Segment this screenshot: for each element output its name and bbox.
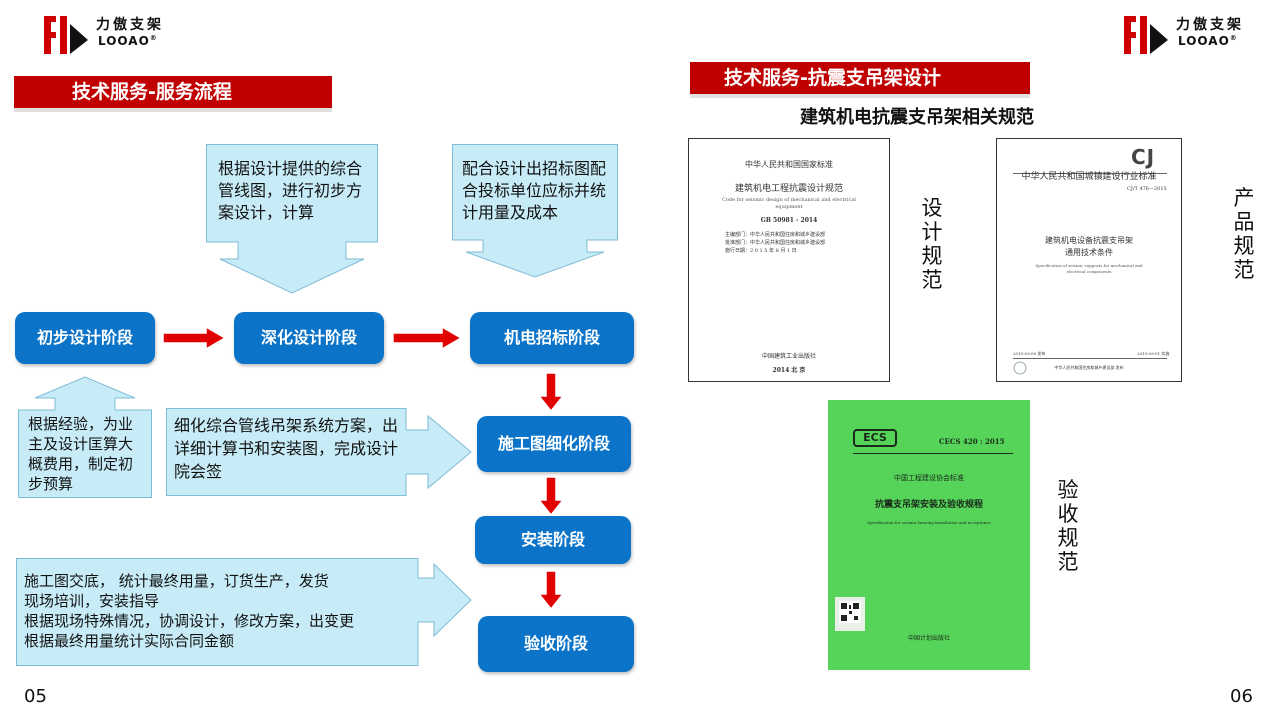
doc1-place: 2014 北 京 [772, 367, 806, 374]
doc1-line: 批准部门：中华人民共和国住房和城乡建设部 [725, 240, 826, 246]
doc2-header: 中华人民共和国城镇建设行业标准 [1021, 172, 1157, 182]
callout-line: 施工图交底， 统计最终用量，订货生产，发货 [24, 572, 329, 590]
doc2-divider [1013, 173, 1167, 174]
doc1-publisher: 中国建筑工业出版社 [761, 353, 816, 360]
doc2-date-left: 2015-03-09 发布 [1013, 351, 1046, 356]
red-arrow-icon [162, 326, 226, 350]
right-section-banner: 技术服务-抗震支吊架设计 [690, 62, 1030, 98]
red-arrow-icon [538, 372, 564, 412]
callout-initial-design-text: 根据设计提供的综合管线图，进行初步方案设计，计算 [218, 159, 363, 222]
stage-construction-detail: 施工图细化阶段 [477, 416, 631, 472]
label-design-code: 设计规范 [921, 196, 943, 292]
brand-logo-left: 力傲支架 LOOAO® [42, 12, 182, 54]
callout-detail: 细化综合管线吊架系统方案，出详细计算书和安装图，完成设计院会签 [166, 408, 472, 496]
callout-detail-text: 细化综合管线吊架系统方案，出详细计算书和安装图，完成设计院会签 [174, 416, 399, 481]
doc2-badge: CJ [1131, 145, 1156, 169]
stage-installation: 安装阶段 [475, 516, 631, 564]
callout-bidding-text: 配合设计出招标图配合投标单位应标并统计用量及成本 [462, 159, 607, 222]
doc3-publisher: 中国计划出版社 [907, 635, 950, 642]
doc2-divider [1013, 358, 1167, 359]
qr-code-icon [835, 597, 865, 631]
logo-mark-icon [44, 16, 88, 54]
standard-cover-gb50981: 中华人民共和国国家标准 建筑机电工程抗震设计规范 Code for seismi… [688, 138, 890, 382]
callout-budget: 根据经验，为业主及设计匡算大概费用，制定初步预算 [18, 376, 152, 498]
standard-cover-cecs420: ECS CECS 420 : 2015 中国工程建设协会标准 抗震支吊架安装及验… [828, 400, 1030, 670]
doc3-badge: ECS [853, 429, 897, 447]
callout-bidding: 配合设计出招标图配合投标单位应标并统计用量及成本 [452, 144, 618, 278]
page-number-left: 05 [24, 686, 47, 707]
doc2-en: Specification of seismic supports for me… [1035, 263, 1143, 274]
seal-icon [1013, 361, 1027, 375]
right-subtitle: 建筑机电抗震支吊架相关规范 [800, 107, 1034, 128]
doc1-code: GB 50981 - 2014 [760, 217, 818, 224]
doc2-date-right: 2015-09-01 实施 [1137, 351, 1170, 356]
stage-initial-design: 初步设计阶段 [15, 312, 155, 364]
left-banner-title: 技术服务-服务流程 [72, 81, 232, 103]
doc1-line: 施行日期：2 0 1 5 年 8 月 1 日 [725, 248, 797, 254]
stage-mep-bidding: 机电招标阶段 [470, 312, 634, 364]
stage-acceptance: 验收阶段 [478, 616, 634, 672]
logo-mark-icon [1124, 16, 1168, 54]
callout-budget-text: 根据经验，为业主及设计匡算大概费用，制定初步预算 [28, 415, 134, 493]
doc3-header: 中国工程建设协会标准 [894, 474, 964, 482]
doc1-line: 主编部门：中华人民共和国住房和城乡建设部 [725, 232, 826, 238]
callout-line: 根据最终用量统计实际合同金额 [24, 632, 235, 650]
red-arrow-icon [538, 570, 564, 610]
callout-initial-design: 根据设计提供的综合管线图，进行初步方案设计，计算 [206, 144, 378, 294]
logo-en-text: LOOAO® [98, 34, 158, 48]
doc2-title2: 通用技术条件 [1065, 248, 1113, 257]
brand-logo-right: 力傲支架 LOOAO® [1122, 12, 1262, 54]
doc3-code: CECS 420 : 2015 [939, 437, 1005, 446]
label-acceptance-code: 验收规范 [1057, 478, 1079, 574]
right-banner-title: 技术服务-抗震支吊架设计 [724, 67, 941, 89]
doc1-en: Code for seismic design of mechanical an… [722, 197, 856, 210]
red-arrow-icon [392, 326, 462, 350]
standard-cover-cjt476: CJ 中华人民共和国城镇建设行业标准 CJ/T 476－2015 建筑机电设备抗… [996, 138, 1182, 382]
callout-installation-text: 施工图交底， 统计最终用量，订货生产，发货 现场培训，安装指导 根据现场特殊情况… [24, 571, 416, 651]
doc2-code: CJ/T 476－2015 [1127, 186, 1167, 192]
logo-en-text: LOOAO® [1178, 34, 1238, 48]
logo-cn-text: 力傲支架 [1176, 17, 1244, 33]
callout-line: 根据现场特殊情况，协调设计，修改方案，出变更 [24, 612, 355, 630]
logo-cn-text: 力傲支架 [96, 17, 164, 33]
doc3-en: Specification for seismic bracing instal… [867, 520, 991, 525]
callout-installation: 施工图交底， 统计最终用量，订货生产，发货 现场培训，安装指导 根据现场特殊情况… [16, 558, 472, 666]
doc3-title: 抗震支吊架安装及验收规程 [874, 500, 983, 510]
doc3-divider [853, 453, 1013, 454]
red-arrow-icon [538, 476, 564, 516]
doc2-publisher: 中华人民共和国住房和城乡建设部 发布 [1054, 365, 1124, 370]
left-section-banner: 技术服务-服务流程 [14, 76, 332, 112]
page-number-right: 06 [1230, 686, 1253, 707]
label-product-code: 产品规范 [1233, 186, 1255, 282]
doc1-title: 建筑机电工程抗震设计规范 [734, 184, 843, 194]
doc2-title1: 建筑机电设备抗震支吊架 [1045, 236, 1133, 245]
callout-line: 现场培训，安装指导 [24, 592, 160, 610]
doc1-header: 中华人民共和国国家标准 [745, 160, 833, 169]
stage-deep-design: 深化设计阶段 [234, 312, 384, 364]
